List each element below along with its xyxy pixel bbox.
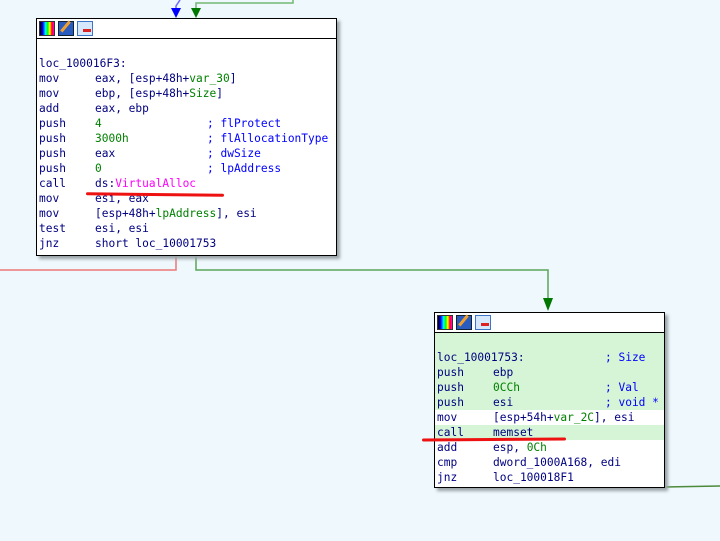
code-block-loc-100016F3[interactable]: loc_100016F3: mov eax, [esp+48h+var_30] m…: [36, 18, 337, 256]
instruction-line[interactable]: add esp, 0Ch: [435, 440, 664, 455]
mnemonic: mov: [39, 192, 60, 205]
comment: ; Val: [605, 381, 639, 394]
import-name: VirtualAlloc: [115, 177, 197, 190]
instruction-line[interactable]: jnz loc_100018F1: [435, 470, 664, 485]
disassembly-listing: loc_10001753:; Size push ebp push 0CCh ; Va…: [435, 333, 664, 485]
instruction-line-virtualalloc[interactable]: call ds:VirtualAlloc: [37, 176, 336, 191]
operand[interactable]: memset: [493, 426, 534, 439]
operand: 0CCh: [493, 381, 520, 394]
instruction-line[interactable]: mov ebp, [esp+48h+Size]: [37, 86, 336, 101]
operand: 3000h: [95, 132, 129, 145]
arrow-green-bottom: [543, 298, 553, 311]
code-block-loc-10001753[interactable]: loc_10001753:; Size push ebp push 0CCh ; Va…: [434, 312, 665, 488]
edge-outgoing: [663, 485, 720, 488]
color-palette-icon[interactable]: [39, 21, 55, 36]
instruction-line[interactable]: mov eax, [esp+48h+var_30]: [37, 71, 336, 86]
operand: ebp, [esp+48h+Size]: [95, 87, 223, 100]
edge-incoming-green: [195, 0, 294, 14]
comment: ; lpAddress: [207, 162, 282, 175]
mnemonic: mov: [39, 207, 60, 220]
instruction-line[interactable]: push 3000h ; flAllocationType: [37, 131, 336, 146]
instruction-line[interactable]: push 0CCh ; Val: [435, 380, 664, 395]
operand: esi, esi: [95, 222, 149, 235]
mnemonic: call: [39, 177, 66, 190]
edge-true-green: [195, 255, 549, 304]
instruction-line[interactable]: add eax, ebp: [37, 101, 336, 116]
instruction-line[interactable]: push 4 ; flProtect: [37, 116, 336, 131]
graph-view-icon[interactable]: [77, 21, 93, 36]
instruction-line[interactable]: mov [esp+48h+lpAddress], esi: [37, 206, 336, 221]
operand: eax, [esp+48h+var_30]: [95, 72, 237, 85]
instruction-line[interactable]: push 0 ; lpAddress: [37, 161, 336, 176]
operand: esp, 0Ch: [493, 441, 547, 454]
operand[interactable]: short loc_10001753: [95, 237, 217, 250]
operand: 0: [95, 162, 102, 175]
mnemonic: mov: [39, 72, 60, 85]
operand[interactable]: loc_100018F1: [493, 471, 574, 484]
code-label[interactable]: loc_10001753:; Size: [435, 350, 664, 365]
instruction-line[interactable]: mov [esp+54h+var_2C], esi: [435, 410, 664, 425]
mnemonic: cmp: [437, 456, 458, 469]
comment: ; void *: [605, 396, 659, 409]
operand: [esp+54h+var_2C], esi: [493, 411, 635, 424]
mnemonic: call: [437, 426, 464, 439]
operand: esi: [493, 396, 514, 409]
edge-false-red: [0, 255, 177, 271]
mnemonic: push: [39, 147, 66, 160]
instruction-line[interactable]: push ebp: [435, 365, 664, 380]
block-titlebar: [37, 19, 336, 39]
mnemonic: push: [437, 396, 464, 409]
code-label[interactable]: loc_100016F3:: [39, 57, 127, 70]
comment: ; dwSize: [207, 147, 261, 160]
instruction-line[interactable]: push eax ; dwSize: [37, 146, 336, 161]
graph-view-icon[interactable]: [475, 315, 491, 330]
operand: eax, ebp: [95, 102, 149, 115]
operand: dword_1000A168, edi: [493, 456, 621, 469]
mnemonic: test: [39, 222, 66, 235]
edit-icon[interactable]: [58, 21, 74, 36]
mnemonic: jnz: [39, 237, 60, 250]
mnemonic: mov: [39, 87, 60, 100]
comment: ; flProtect: [207, 117, 282, 130]
mnemonic: add: [437, 441, 458, 454]
instruction-line[interactable]: cmp dword_1000A168, edi: [435, 455, 664, 470]
mnemonic: jnz: [437, 471, 458, 484]
instruction-line[interactable]: jnz short loc_10001753: [37, 236, 336, 251]
operand: 4: [95, 117, 102, 130]
operand: eax: [95, 147, 116, 160]
mnemonic: push: [39, 162, 66, 175]
operand: ebp: [493, 366, 514, 379]
instruction-line[interactable]: push esi ; void *: [435, 395, 664, 410]
instruction-line[interactable]: test esi, esi: [37, 221, 336, 236]
mnemonic: push: [437, 366, 464, 379]
arrow-blue: [171, 8, 181, 18]
mnemonic: mov: [437, 411, 458, 424]
disassembly-listing: loc_100016F3: mov eax, [esp+48h+var_30] m…: [37, 39, 336, 251]
edit-icon[interactable]: [456, 315, 472, 330]
color-palette-icon[interactable]: [437, 315, 453, 330]
instruction-line-memset[interactable]: call memset: [435, 425, 664, 440]
block-titlebar: [435, 313, 664, 333]
mnemonic: push: [437, 381, 464, 394]
operand: [esp+48h+lpAddress], esi: [95, 207, 257, 220]
mnemonic: push: [39, 132, 66, 145]
mnemonic: add: [39, 102, 60, 115]
operand: ds:VirtualAlloc: [95, 177, 197, 190]
comment: ; flAllocationType: [207, 132, 329, 145]
arrow-green-top: [191, 8, 201, 18]
comment: ; Size: [605, 351, 646, 364]
mnemonic: push: [39, 117, 66, 130]
